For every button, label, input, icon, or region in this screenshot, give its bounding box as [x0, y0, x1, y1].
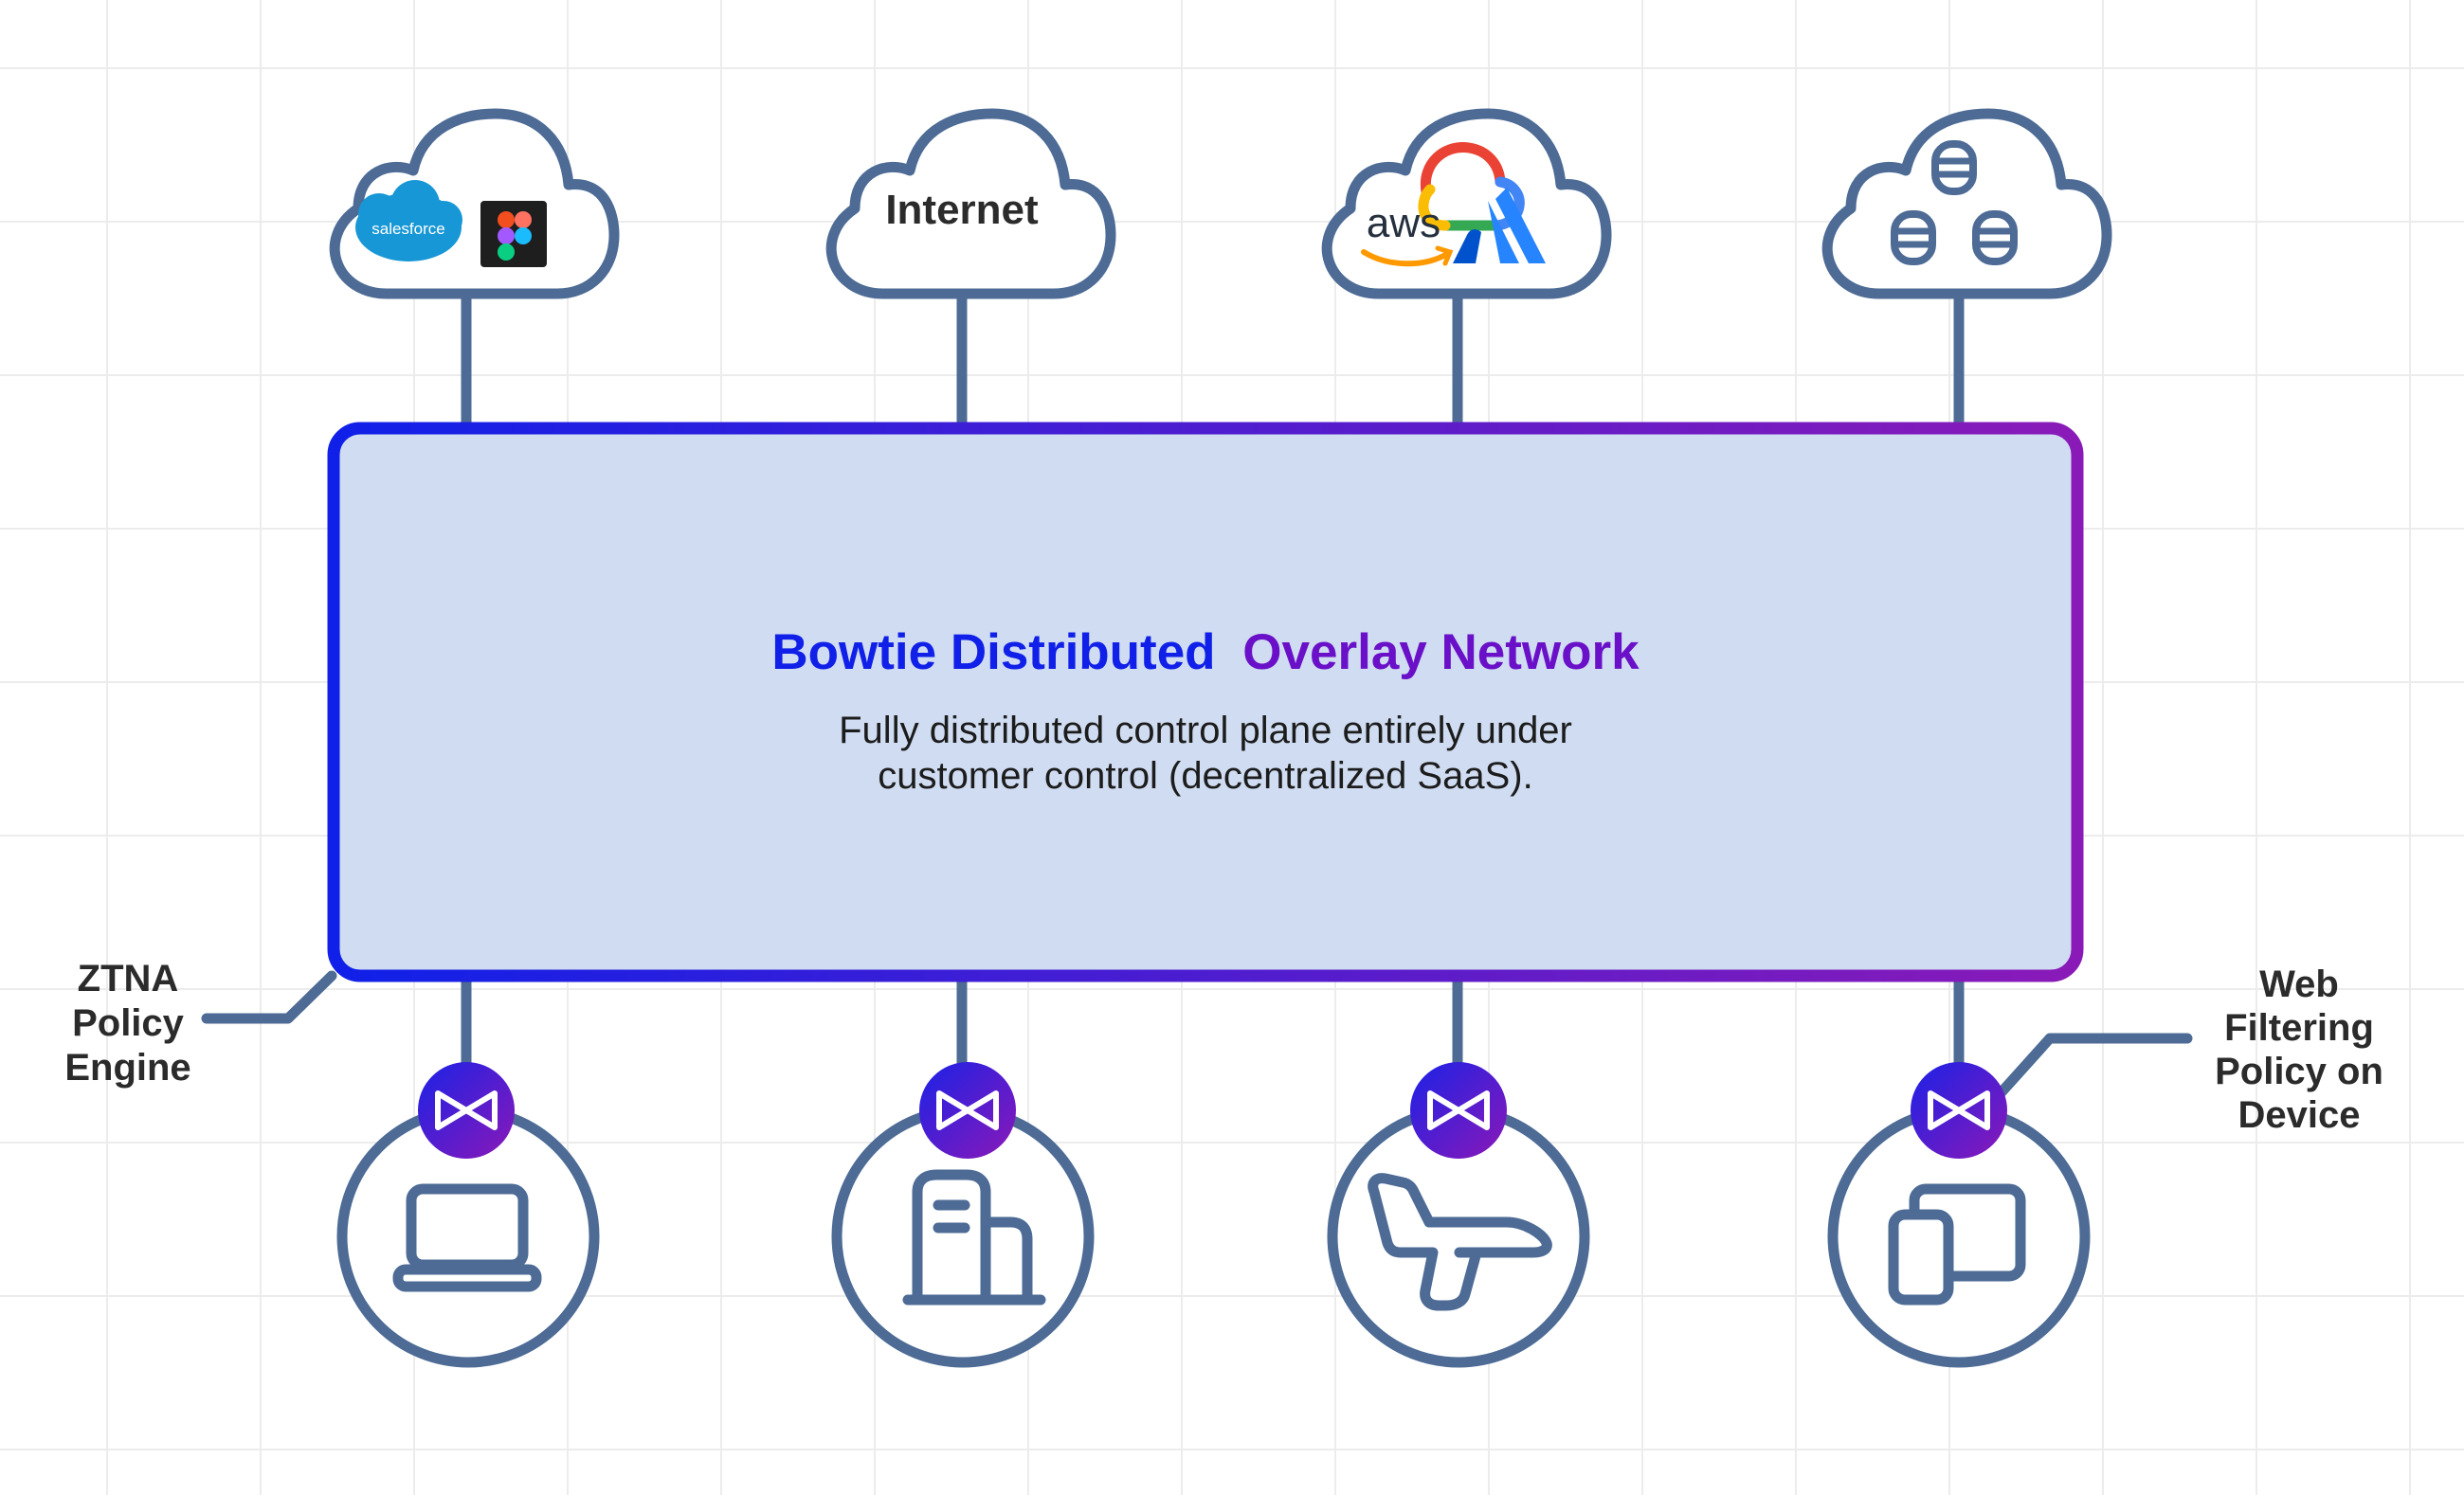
- network-title-part1: Bowtie Distributed: [771, 624, 1215, 680]
- atlassian-logo: [1453, 188, 1546, 263]
- bowtie-logo-icon: [418, 1062, 515, 1159]
- web-filtering-callout: Web Filtering Policy on Device: [1994, 964, 2383, 1136]
- connector-lines: [461, 279, 1965, 1076]
- aws-label: aws: [1367, 200, 1440, 246]
- salesforce-label: salesforce: [371, 220, 444, 238]
- bowtie-logo-icon: [919, 1062, 1016, 1159]
- web-filtering-label-line2: Filtering: [2224, 1007, 2374, 1049]
- airplane-icon: [1368, 1173, 1552, 1311]
- web-filtering-label-line3: Policy on: [2215, 1051, 2383, 1092]
- cloud-public-providers: aws: [1321, 108, 1612, 299]
- web-filtering-label-line4: Device: [2238, 1094, 2361, 1136]
- bowtie-logo-icon: [1410, 1062, 1507, 1159]
- database-icon: [1891, 210, 1936, 265]
- ztna-callout: ZTNA Policy Engine: [64, 958, 337, 1089]
- database-icon: [1972, 210, 2018, 265]
- figma-logo: [480, 201, 547, 267]
- office-building-icon: [902, 1169, 1046, 1306]
- laptop-icon: [392, 1183, 542, 1292]
- database-icon: [1931, 140, 1977, 195]
- aws-logo: aws: [1361, 200, 1454, 267]
- cloud-saas-apps: salesforce: [329, 108, 620, 299]
- cloud-internet: Internet: [825, 108, 1116, 299]
- web-filtering-label-line1: Web: [2259, 964, 2339, 1005]
- devices-icon: [1888, 1183, 2026, 1306]
- ztna-label-line1: ZTNA: [78, 958, 179, 1000]
- overlay-network-box: Bowtie Distributed Overlay Network Fully…: [327, 422, 2084, 982]
- network-title: Bowtie Distributed Overlay Network: [771, 624, 1640, 680]
- salesforce-logo: salesforce: [355, 180, 462, 261]
- bowtie-badges: [418, 1062, 2007, 1159]
- google-cloud-logo: [1418, 142, 1525, 231]
- network-title-part2: Overlay Network: [1242, 624, 1640, 680]
- bowtie-logo-icon: [1911, 1062, 2007, 1159]
- ztna-label-line3: Engine: [64, 1047, 190, 1089]
- internet-label: Internet: [885, 187, 1039, 233]
- cloud-datacenter: [1821, 108, 2112, 299]
- ztna-label-line2: Policy: [72, 1002, 185, 1044]
- network-subtitle-line2: customer control (decentralized SaaS).: [878, 755, 1532, 797]
- network-subtitle-line1: Fully distributed control plane entirely…: [839, 710, 1572, 751]
